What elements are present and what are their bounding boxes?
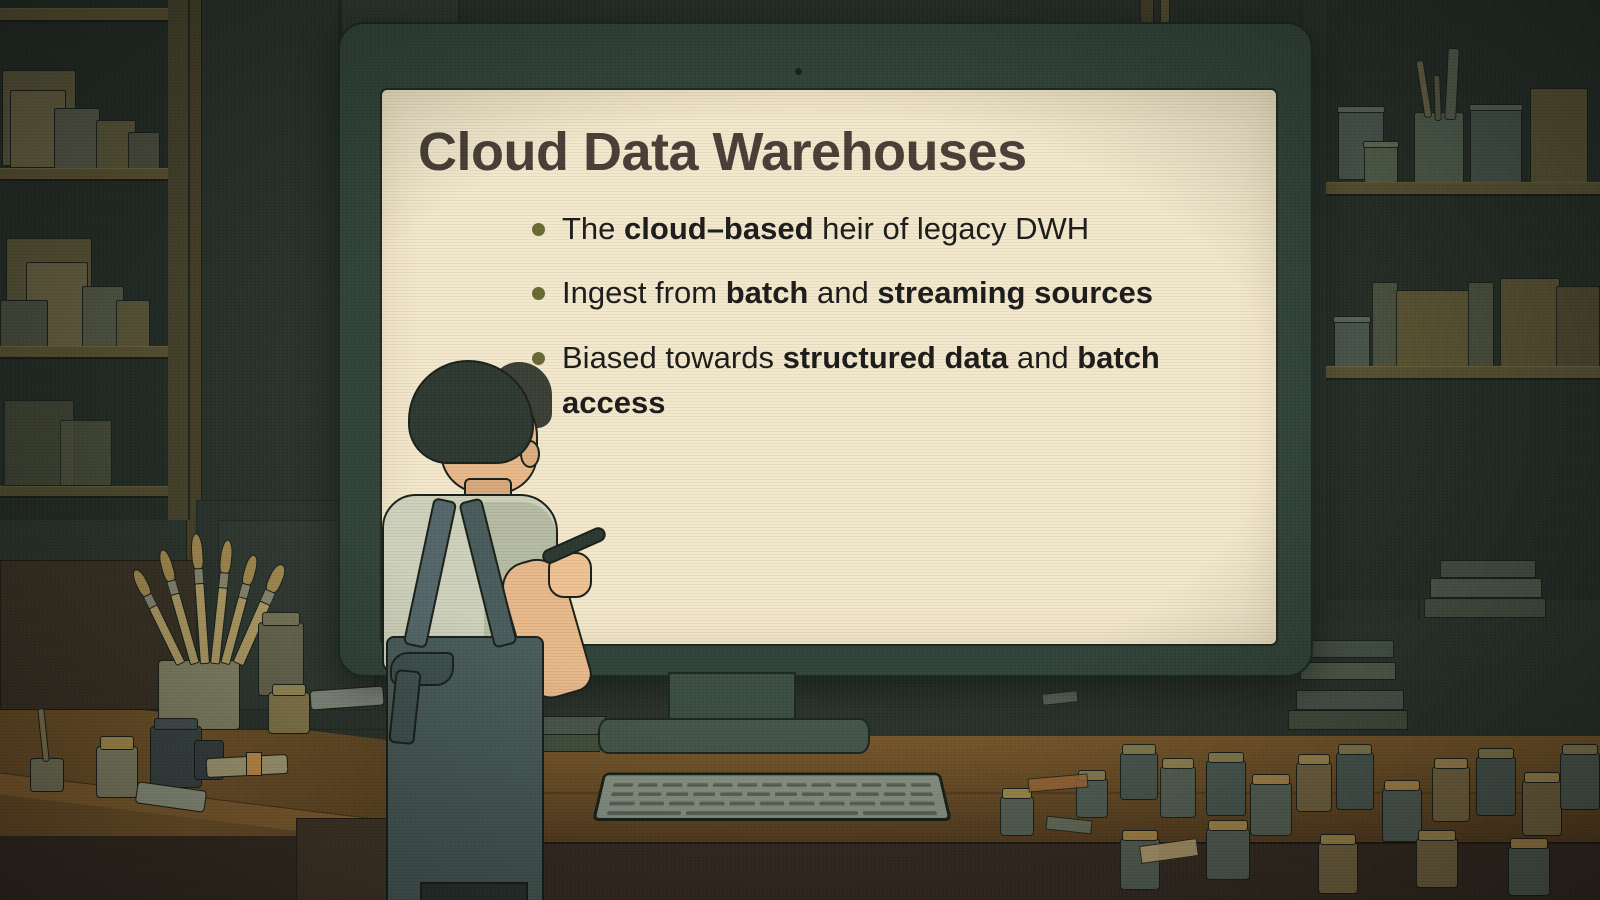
bullet-emphasis: structured data [782,339,1009,375]
book [1500,278,1560,368]
bullet-emphasis: streaming sources [877,275,1153,311]
book [128,132,160,172]
bullet-dot-icon [532,287,545,301]
book [54,108,100,170]
bullet-text: Ingest from [562,275,726,311]
hair [408,360,534,464]
monitor-stand-base [598,718,870,754]
book [0,300,48,350]
stacked-paper [1440,560,1536,578]
keyboard-row [612,783,932,787]
book [1396,290,1474,368]
stacked-paper [1430,578,1542,598]
bullet-list: The cloud–based heir of legacy DWH Ingest… [418,207,1246,426]
presentation-slide: Cloud Data Warehouses The cloud–based he… [382,90,1276,644]
desktop-monitor[interactable]: Cloud Data Warehouses The cloud–based he… [338,22,1313,677]
small-jar [96,746,138,798]
small-pot [30,758,64,792]
bullet-text: Biased towards [562,339,783,375]
boy-at-monitor [372,352,622,900]
keyboard-row [611,792,933,796]
bullet-dot-icon [532,222,545,236]
page-title: Cloud Data Warehouses [418,122,1027,182]
jar [1469,104,1523,184]
jar [1333,316,1371,368]
stacked-paper [1424,598,1546,618]
jar-lid [100,736,134,750]
bullet-emphasis: batch [725,275,809,311]
keyboard[interactable] [592,772,952,821]
book [1372,282,1398,368]
bullet-dot-icon [532,351,545,365]
bullet-text: and [1008,339,1078,375]
bullet-text: heir of legacy DWH [813,210,1090,246]
keyboard-row [606,811,938,816]
webcam-icon [795,68,802,75]
bullet-emphasis: batch access [562,339,1160,420]
book [116,300,150,350]
jar [150,726,202,788]
bottle-cap [262,612,300,626]
legs [420,882,528,900]
bullet-emphasis: cloud–based [624,210,814,246]
book [1468,282,1494,368]
bullet-item: The cloud–based heir of legacy DWH [532,207,1246,252]
bullet-item: Ingest from batch and streaming sources [532,271,1246,316]
paint-tube-label [246,752,262,776]
jar [1363,141,1399,183]
workbench-left-front [0,836,300,900]
bullet-text: and [808,275,878,311]
bottle-cap [272,684,306,696]
bullet-text: The [562,210,625,246]
book [1556,286,1600,368]
book [1530,88,1588,184]
keyboard-row [608,801,936,806]
workbench-front [420,842,1600,900]
ink-bottle [268,692,310,734]
bullet-item: Biased towards structured data and batch… [532,336,1246,425]
jar-lid [154,718,198,730]
book [60,420,112,486]
brush-cup [1414,112,1464,184]
